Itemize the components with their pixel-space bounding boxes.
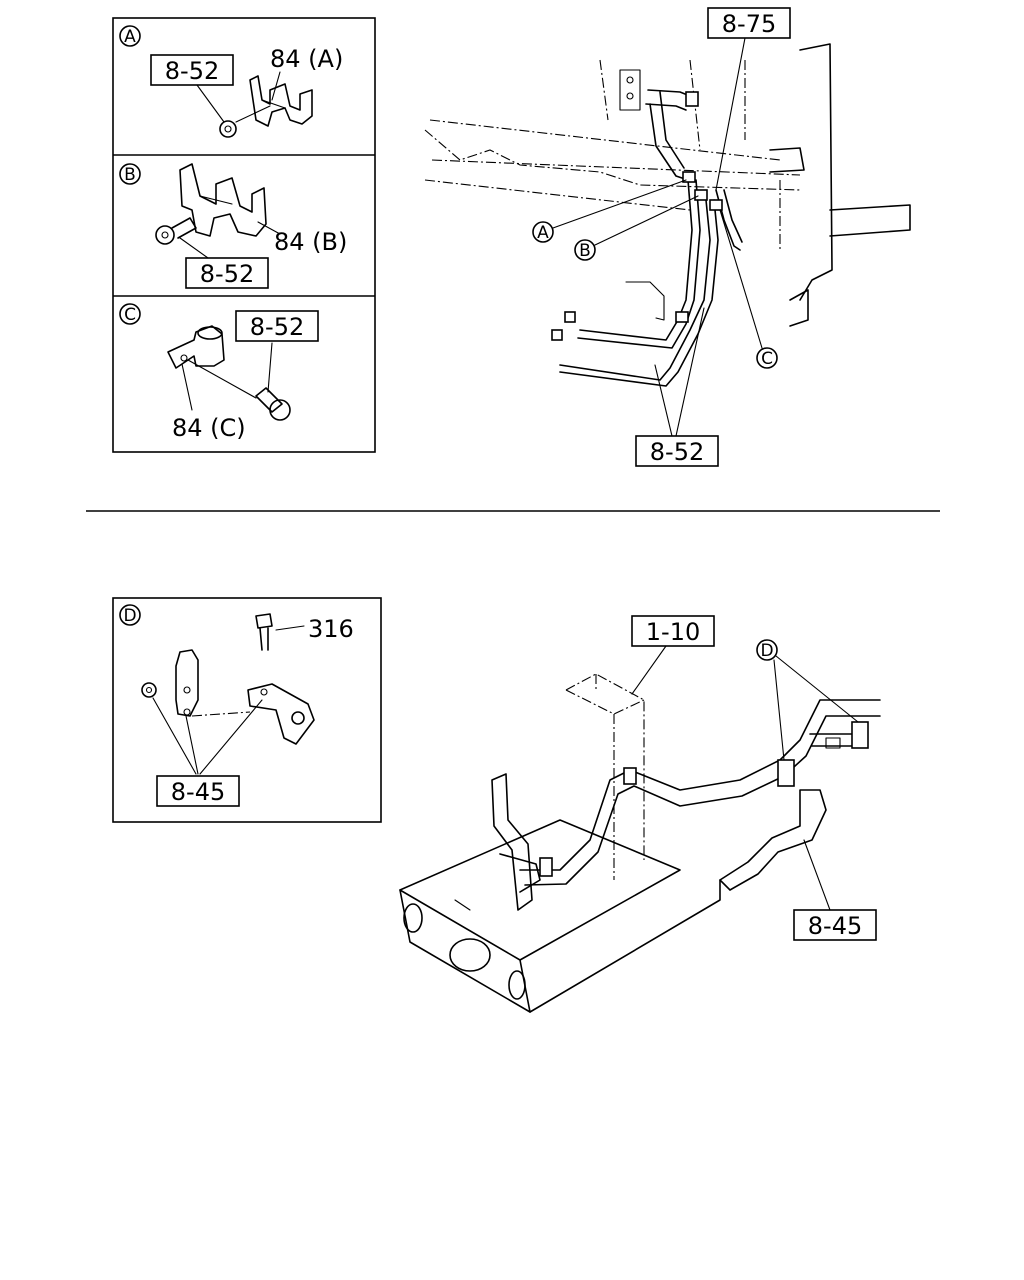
detail-d-bolt-label: 316 — [308, 615, 354, 643]
detail-d: D 316 8-45 — [112, 597, 382, 823]
clamp-d-1 — [777, 759, 795, 787]
main-ref-box-bottom — [635, 435, 719, 467]
detail-c-letter: C — [124, 305, 136, 325]
detail-d-ref-label: 8-45 — [171, 778, 225, 806]
main-ref-bottom-label: 8-52 — [650, 438, 704, 466]
callout-d-letter: D — [760, 641, 773, 661]
callout-b — [574, 239, 596, 261]
callout-c — [756, 347, 778, 369]
detail-d-letter: D — [123, 606, 136, 626]
main-ref-box-top — [707, 7, 791, 39]
callout-b-letter: B — [579, 241, 591, 261]
detail-a-ref-label: 8-52 — [165, 57, 219, 85]
callout-a-letter: A — [537, 223, 549, 243]
bottom-main-view: 1-10 D 8-45 — [399, 615, 881, 1013]
fitting-1 — [564, 311, 576, 323]
clamp-d — [175, 649, 199, 717]
detail-d-ref-box — [156, 775, 240, 807]
detail-c-ref-label: 8-52 — [250, 313, 304, 341]
nut-d — [141, 682, 157, 698]
clamp-d-2 — [851, 721, 869, 749]
detail-a-ref-box — [150, 54, 234, 86]
main-ref-box-8-45 — [793, 909, 877, 941]
clip-84a — [249, 75, 313, 127]
callout-c-letter: C — [761, 349, 773, 369]
detail-c: C 8-52 84 (C) — [119, 303, 319, 442]
fitting-2 — [551, 329, 563, 341]
callout-a — [532, 221, 554, 243]
clip-84b — [179, 163, 267, 237]
main-ref-1-10-label: 1-10 — [646, 618, 700, 646]
detail-frame-abc — [112, 17, 376, 453]
detail-c-part-label: 84 (C) — [172, 414, 246, 442]
hose-8-45 — [719, 789, 827, 891]
bolt-c — [255, 387, 283, 413]
callout-d — [756, 639, 778, 661]
detail-a-letter: A — [124, 27, 136, 47]
detail-panels-top: A 8-52 84 (A) B 84 (B) — [112, 17, 376, 453]
detail-a-part-label: 84 (A) — [270, 45, 343, 73]
detail-b-part-label: 84 (B) — [274, 228, 347, 256]
bracket-d — [247, 683, 315, 745]
detail-c-ref-box — [235, 310, 319, 342]
detail-b-letter: B — [124, 165, 136, 185]
bolt-316 — [255, 613, 273, 629]
main-ref-top-label: 8-75 — [722, 10, 776, 38]
detail-a-circle — [119, 25, 141, 47]
detail-frame-d — [112, 597, 382, 823]
detail-b: B 84 (B) 8-52 — [119, 163, 347, 289]
main-ref-8-45-label: 8-45 — [808, 912, 862, 940]
detail-d-circle — [119, 604, 141, 626]
nut-a — [219, 120, 237, 138]
detail-c-circle — [119, 303, 141, 325]
main-ref-box-1-10 — [631, 615, 715, 647]
detail-b-ref-box — [185, 257, 269, 289]
detail-b-ref-label: 8-52 — [200, 260, 254, 288]
bolt-b — [155, 225, 175, 245]
detail-b-circle — [119, 163, 141, 185]
top-main-view: 8-75 A B C 8-52 — [424, 7, 911, 467]
detail-a: A 8-52 84 (A) — [119, 25, 343, 138]
clamp-84c — [167, 325, 225, 369]
